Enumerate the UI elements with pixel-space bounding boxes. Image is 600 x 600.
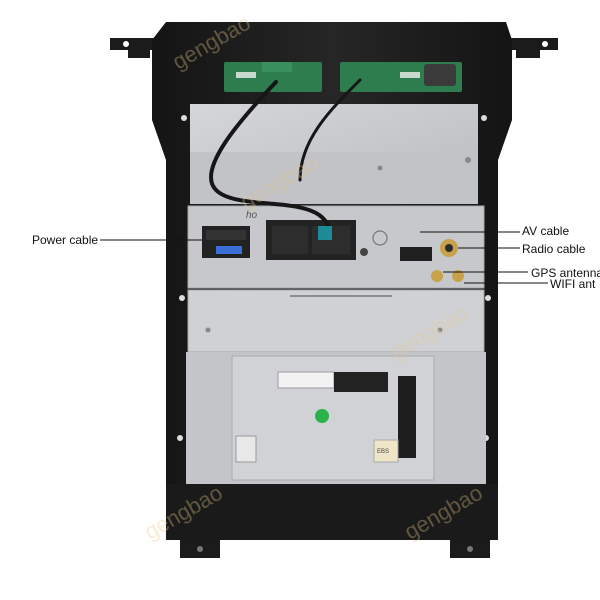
green-sticker <box>315 409 329 423</box>
upper-housing-fold <box>190 152 478 204</box>
callout-lines <box>100 231 548 284</box>
cable-harness-secondary <box>298 78 362 182</box>
lower-connector-black <box>334 372 388 392</box>
power-cable-label: Power cable <box>32 233 99 247</box>
av-cable-label: AV cable <box>522 224 570 238</box>
lower-connector-white <box>277 371 335 389</box>
radio-connector <box>440 239 458 257</box>
mounting-bracket-bottom-left <box>180 540 220 558</box>
bottom-frame <box>166 484 498 540</box>
mounting-bracket-top-right <box>500 38 558 58</box>
mounting-bracket-top-left <box>110 38 160 58</box>
vertical-connector <box>398 376 416 458</box>
main-harness-connector <box>266 220 356 260</box>
mounting-bracket-bottom-right <box>450 540 490 558</box>
av-connector <box>360 247 432 261</box>
cable-harness <box>209 80 332 238</box>
bracket-marking: ho <box>246 210 258 221</box>
gps-wifi-connectors <box>431 270 464 282</box>
power-connector <box>202 226 250 258</box>
disc-slot-panel <box>187 289 485 353</box>
brand-logo-mark <box>372 230 388 246</box>
gps-antenna-label: GPS antenna <box>531 266 600 280</box>
pcb-board-left <box>224 62 322 92</box>
pcb-board-right <box>340 62 462 92</box>
chip-label: EBS <box>373 439 399 463</box>
wifi-antenna-label: WIFI ant <box>550 277 596 291</box>
small-connector-left <box>235 435 257 463</box>
radio-cable-label: Radio cable <box>522 242 586 256</box>
chip-label-text: EBS <box>377 449 389 455</box>
